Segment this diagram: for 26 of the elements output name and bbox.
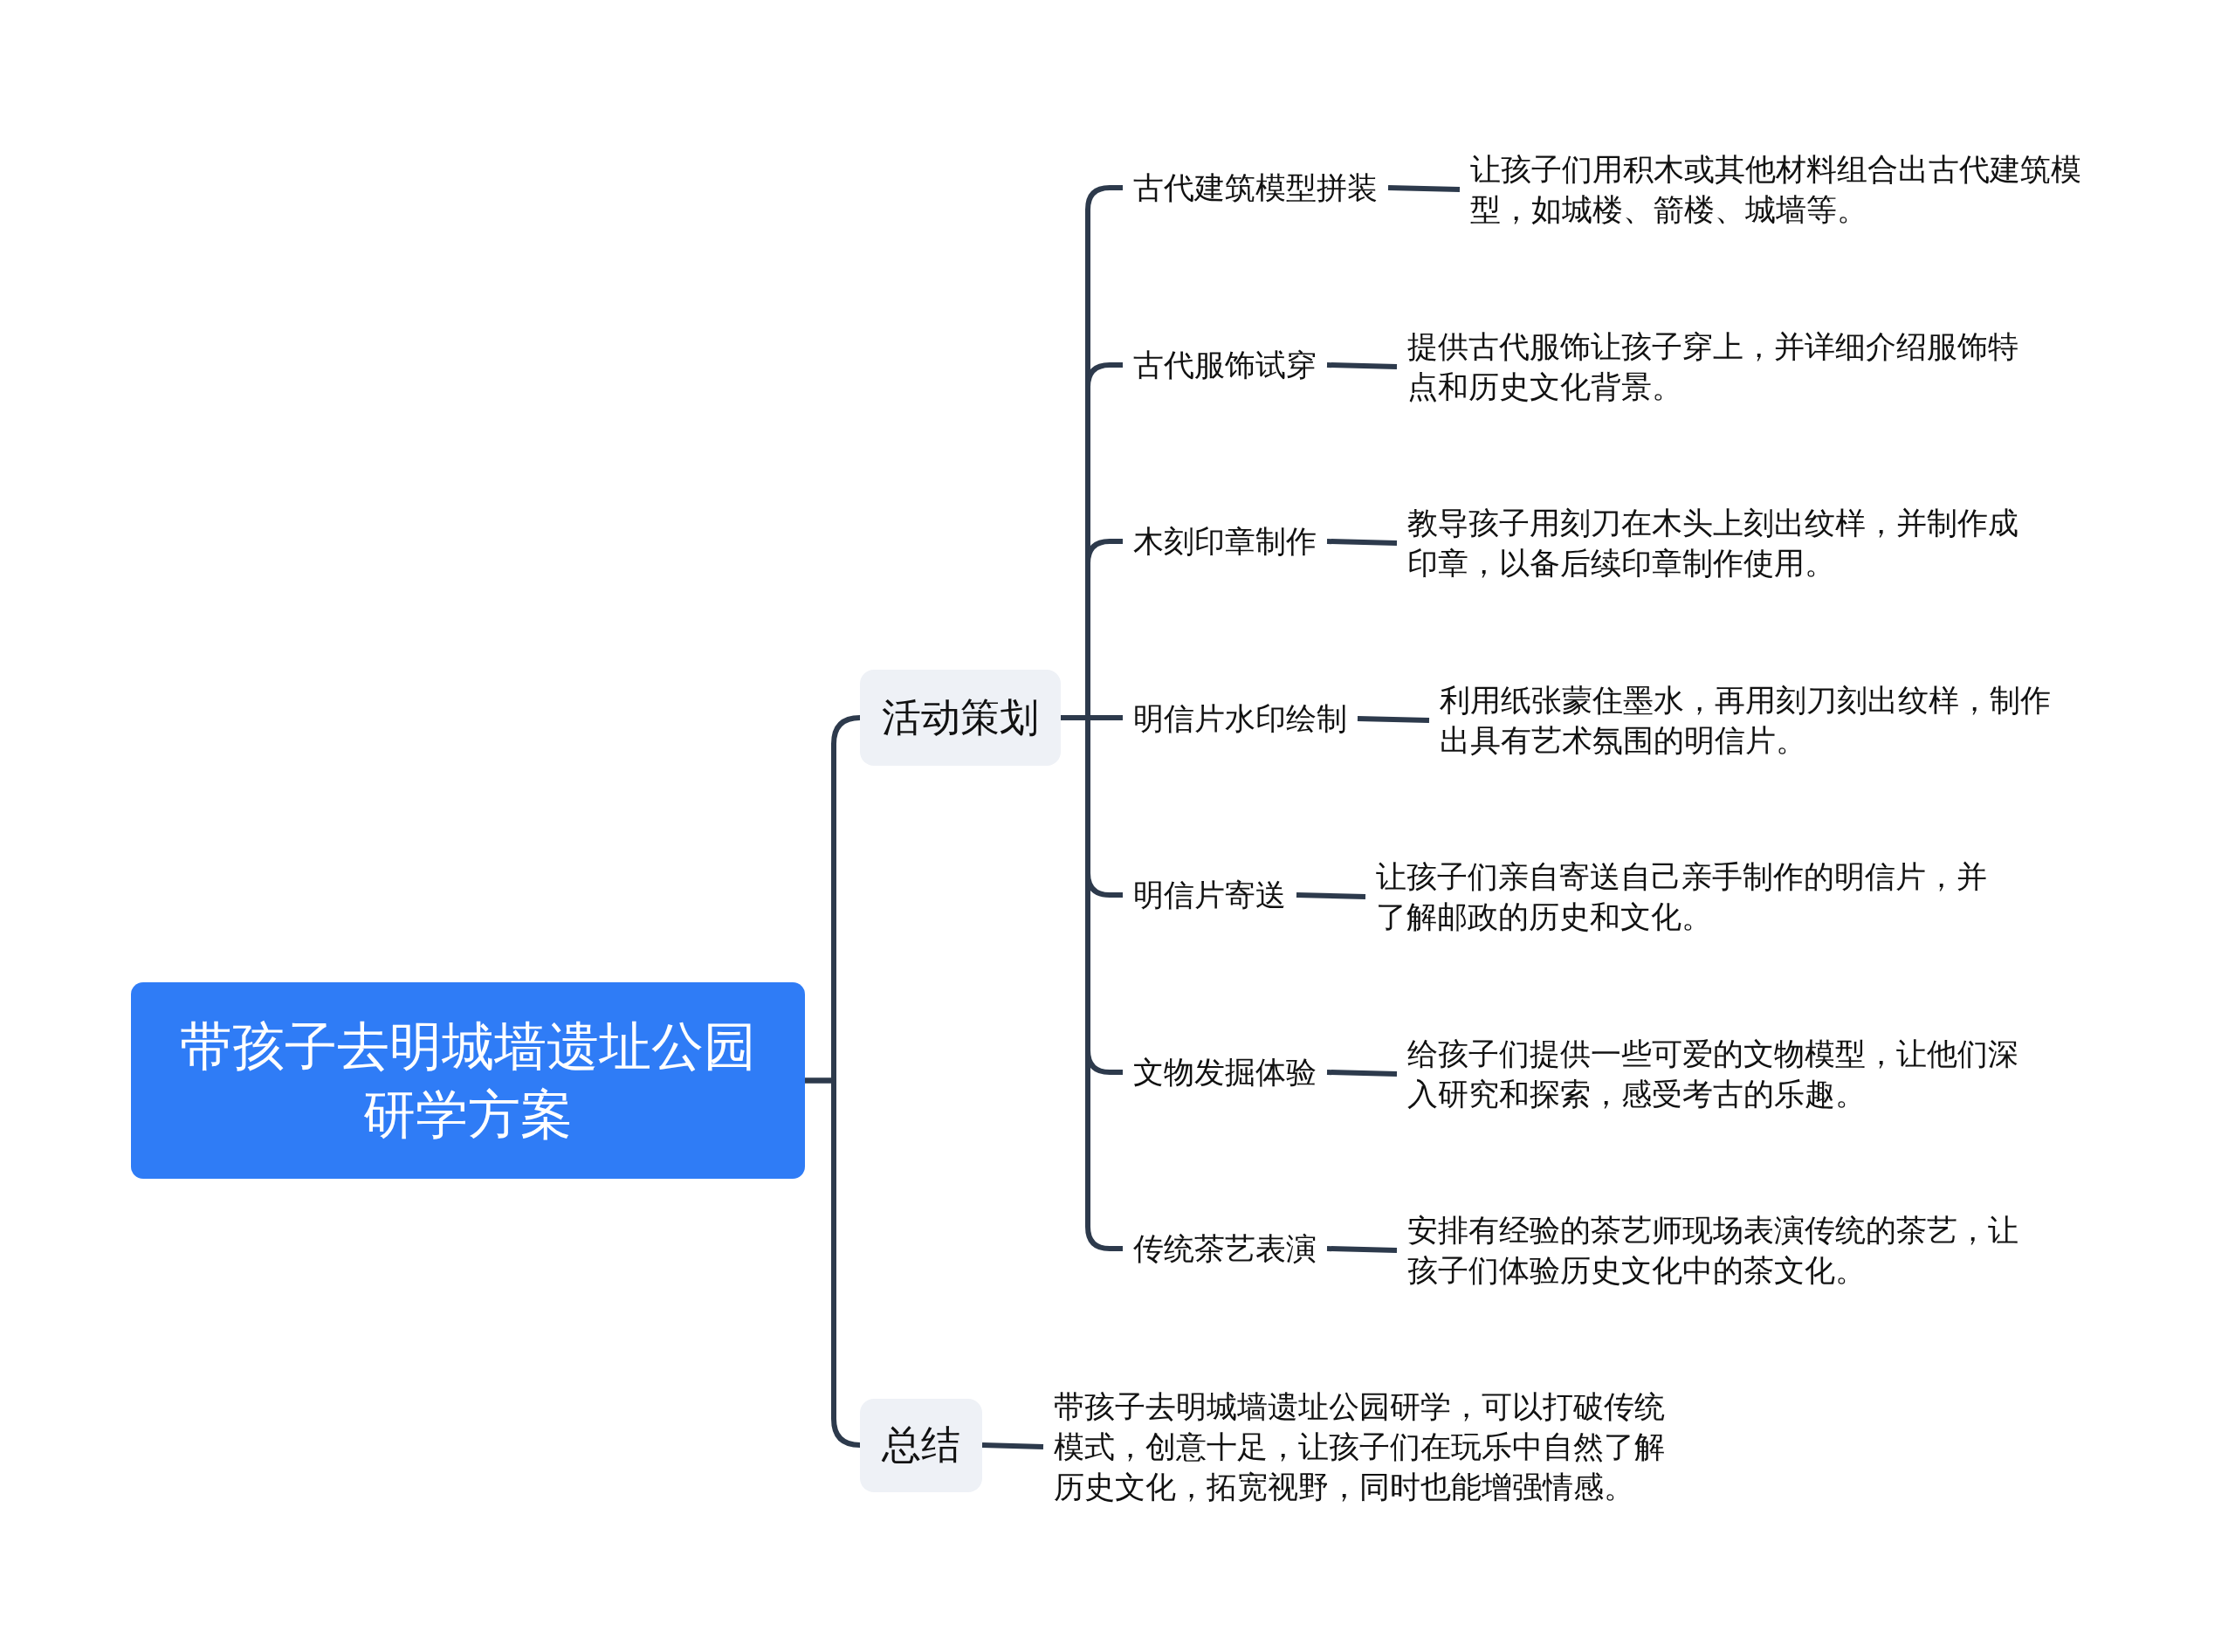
connector-line [1387,185,1461,192]
description-text: 给孩子们提供一些可爱的文物模型，让他们深入研究和探索，感受考古的乐趣。 [1397,1034,2041,1114]
description-text: 让孩子们亲自寄送自己亲手制作的明信片，并了解邮政的历史和文化。 [1365,857,2010,937]
connector-line [1326,539,1398,546]
subtopic-label: 传统茶艺表演 [1123,1229,1327,1269]
description-text: 带孩子去明城墙遗址公园研学，可以打破传统模式，创意十足，让孩子们在玩乐中自然了解历史文化，拓宽视野，同时也能增强情感。 [1043,1387,1688,1507]
description-text: 利用纸张蒙住墨水，再用刻刀刻出纹样，制作出具有艺术氛围的明信片。 [1429,680,2073,761]
connector-line [1326,362,1398,369]
subtopic-label: 明信片寄送 [1123,875,1296,915]
connector-line [1296,892,1366,899]
subtopic-label: 明信片水印绘制 [1123,699,1358,739]
connector-line [1326,1070,1398,1077]
branch-box: 活动策划 [860,670,1061,766]
connector-line [981,1442,1044,1449]
description-text: 教导孩子用刻刀在木头上刻出纹样，并制作成印章，以备后续印章制作使用。 [1397,503,2041,583]
connector-line [1326,1246,1398,1253]
connector-line [1357,716,1430,723]
subtopic-label: 文物发掘体验 [1123,1052,1327,1092]
subtopic-label: 古代建筑模型拼装 [1123,168,1388,208]
topic-box: 带孩子去明城墙遗址公园研学方案 [131,982,805,1179]
branch-box: 总结 [860,1398,982,1492]
subtopic-label: 木刻印章制作 [1123,521,1327,561]
description-text: 让孩子们用积木或其他材料组合出古代建筑模型，如城楼、箭楼、城墙等。 [1460,149,2104,230]
description-text: 提供古代服饰让孩子穿上，并详细介绍服饰特点和历史文化背景。 [1397,327,2041,407]
description-text: 安排有经验的茶艺师现场表演传统的茶艺，让孩子们体验历史文化中的茶文化。 [1397,1210,2041,1291]
subtopic-label: 古代服饰试穿 [1123,345,1327,385]
